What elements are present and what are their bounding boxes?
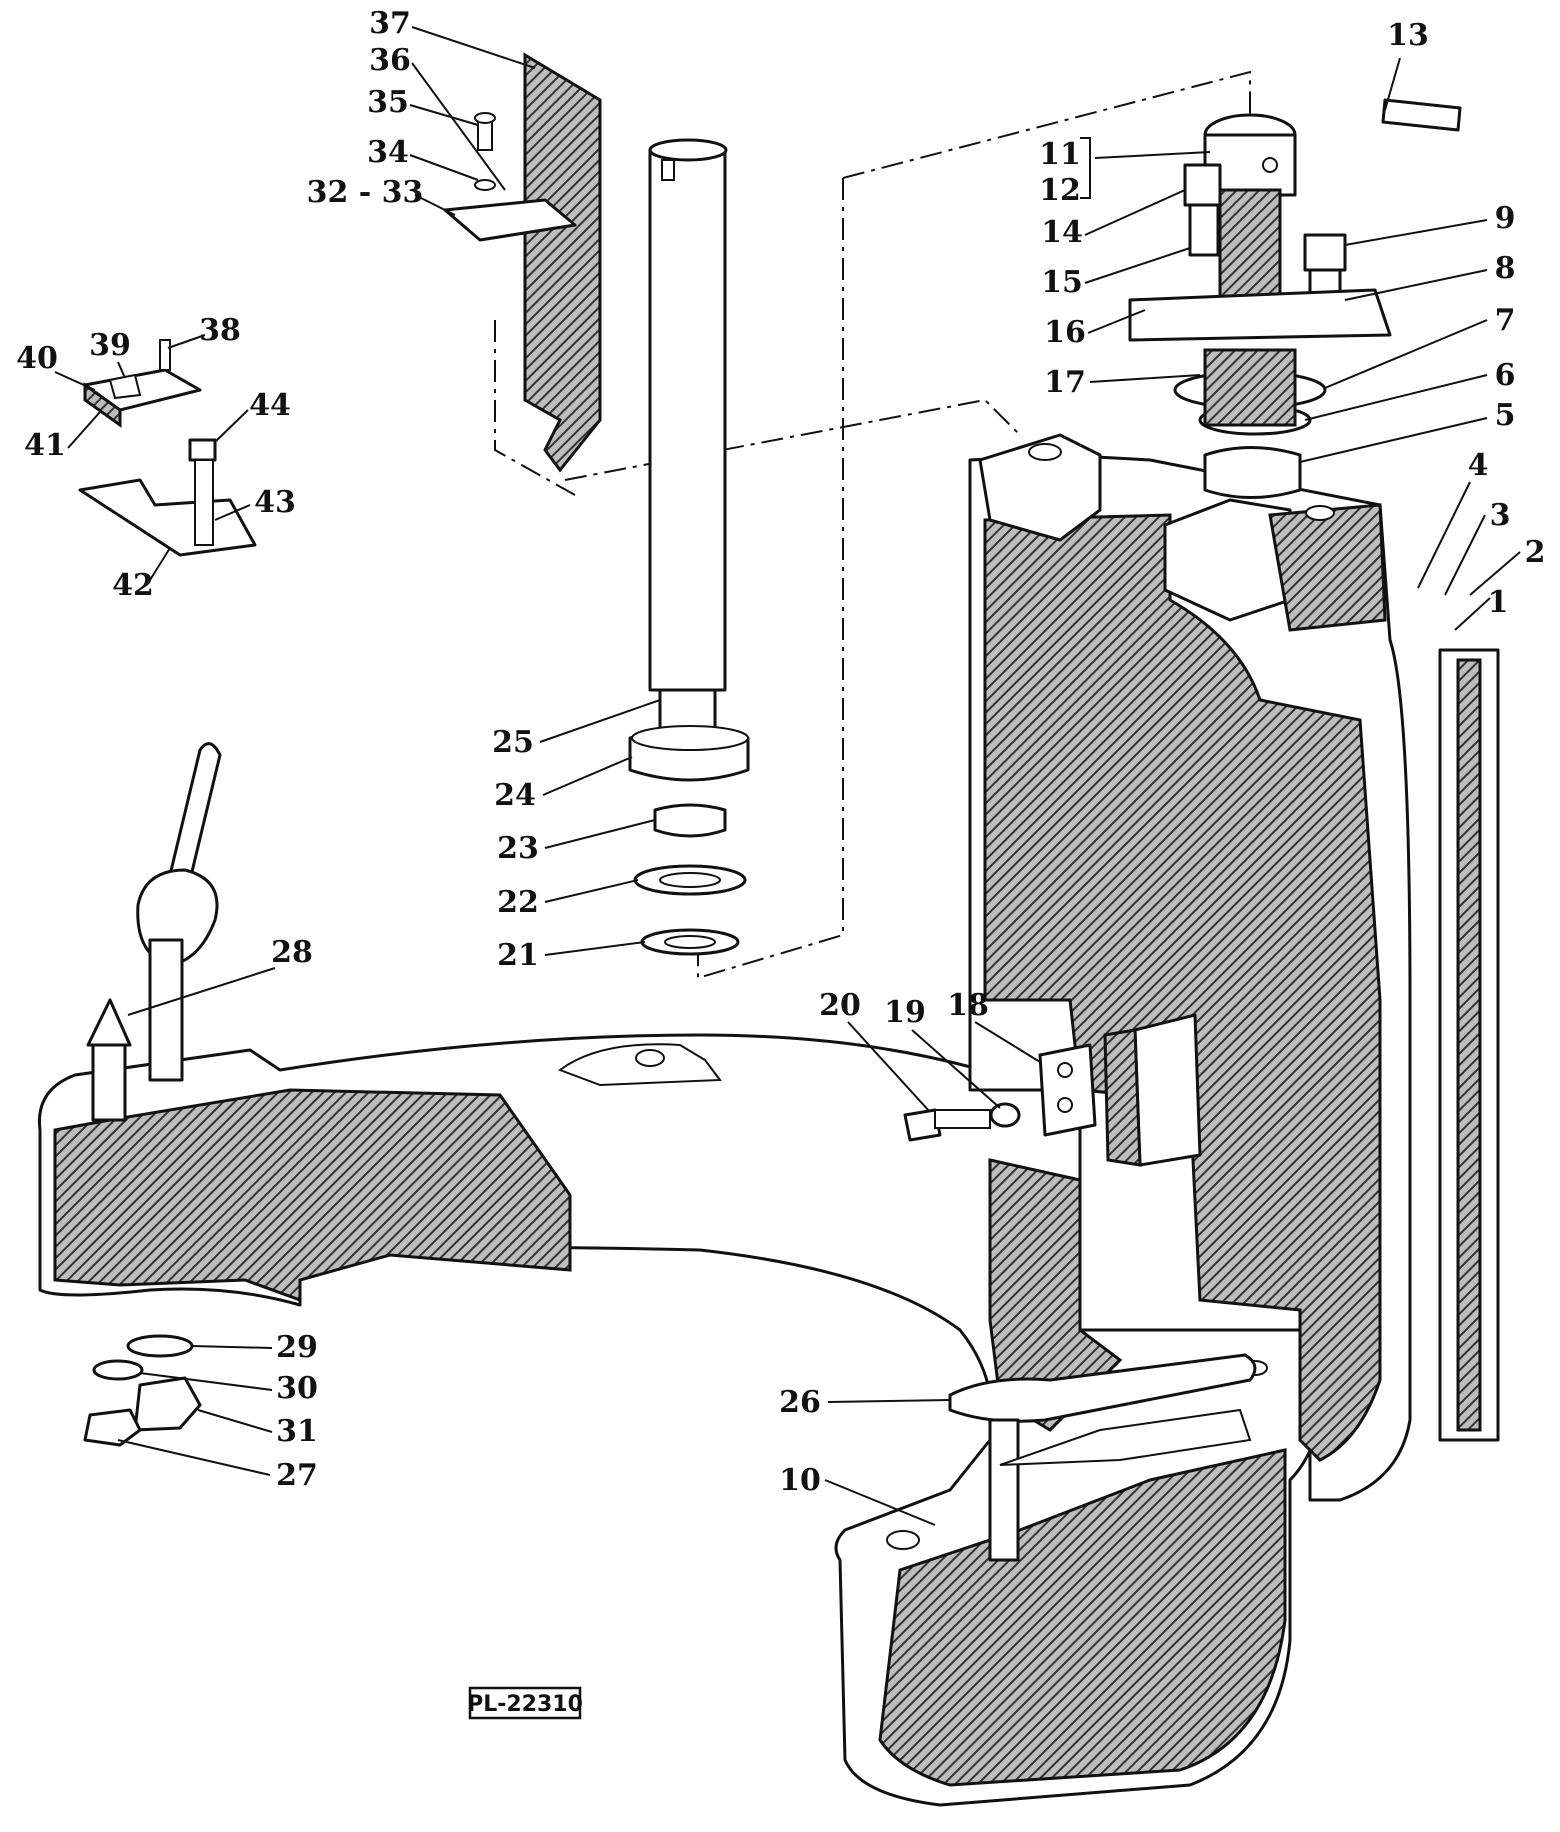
label-9: 9 xyxy=(1495,201,1516,236)
handles xyxy=(86,742,1257,1562)
label-32-33: 32 - 33 xyxy=(307,175,424,210)
label-13: 13 xyxy=(1387,18,1429,53)
label-15: 15 xyxy=(1041,265,1083,300)
part-labels: 1 2 3 4 5 6 7 8 9 10 11 12 13 14 15 16 1… xyxy=(16,6,1545,1498)
label-19: 19 xyxy=(884,995,926,1030)
label-34: 34 xyxy=(367,135,409,170)
label-25: 25 xyxy=(492,725,534,760)
hardware xyxy=(83,1102,1021,1447)
label-31: 31 xyxy=(276,1414,318,1449)
label-35: 35 xyxy=(367,85,409,120)
label-20: 20 xyxy=(819,988,861,1023)
label-38: 38 xyxy=(199,313,241,348)
label-41: 41 xyxy=(24,428,66,463)
label-18: 18 xyxy=(947,988,989,1023)
leader-lines xyxy=(54,26,1521,1526)
label-29: 29 xyxy=(276,1330,318,1365)
label-27: 27 xyxy=(276,1458,318,1493)
label-17: 17 xyxy=(1044,365,1086,400)
label-1: 1 xyxy=(1488,585,1509,620)
label-26: 26 xyxy=(779,1385,821,1420)
drawing-code-box: PL-22310 xyxy=(467,1686,583,1720)
column-upright xyxy=(968,433,1500,1502)
label-16: 16 xyxy=(1044,315,1086,350)
label-4: 4 xyxy=(1468,448,1489,483)
label-24: 24 xyxy=(494,778,536,813)
label-11: 11 xyxy=(1039,137,1081,172)
label-12: 12 xyxy=(1039,173,1081,208)
label-14: 14 xyxy=(1041,215,1083,250)
label-6: 6 xyxy=(1495,358,1516,393)
label-42: 42 xyxy=(112,568,154,603)
label-40: 40 xyxy=(16,341,58,376)
label-43: 43 xyxy=(254,485,296,520)
label-2: 2 xyxy=(1525,535,1546,570)
label-44: 44 xyxy=(249,388,291,423)
label-36: 36 xyxy=(369,43,411,78)
label-23: 23 xyxy=(497,831,539,866)
label-37: 37 xyxy=(369,6,411,41)
shaft-assembly xyxy=(628,138,750,956)
bracket-assembly xyxy=(443,52,602,473)
label-10: 10 xyxy=(779,1463,821,1498)
drawing-code: PL-22310 xyxy=(467,1692,583,1717)
label-22: 22 xyxy=(497,885,539,920)
label-7: 7 xyxy=(1495,303,1516,338)
label-28: 28 xyxy=(271,935,313,970)
upper-assembly xyxy=(1128,98,1462,499)
label-5: 5 xyxy=(1495,398,1516,433)
base-casting xyxy=(37,1033,1332,1807)
label-3: 3 xyxy=(1490,498,1511,533)
label-39: 39 xyxy=(89,328,131,363)
label-30: 30 xyxy=(276,1371,318,1406)
label-8: 8 xyxy=(1495,251,1516,286)
small-assembly xyxy=(78,339,257,557)
label-21: 21 xyxy=(497,938,539,973)
